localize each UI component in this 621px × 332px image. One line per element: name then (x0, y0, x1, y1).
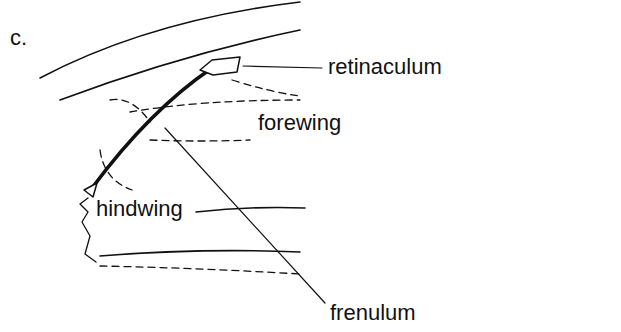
part-label: forewing (256, 111, 343, 135)
forewing-vein (60, 30, 300, 100)
panel-letter: c. (8, 26, 29, 50)
leader-line (243, 66, 322, 68)
dashed-vein (232, 80, 300, 96)
retinaculum-hook (200, 57, 240, 75)
hindwing-margin (100, 251, 300, 256)
dashed-vein (110, 99, 150, 122)
frenulum-base (84, 183, 97, 197)
hindwing-vein (196, 208, 305, 213)
dashed-vein (100, 266, 300, 274)
part-label: frenulum (328, 301, 418, 325)
dashed-vein (150, 140, 250, 141)
part-label: retinaculum (326, 55, 444, 79)
leader-line (165, 128, 325, 303)
frenulum-bristle (92, 68, 212, 188)
part-label: hindwing (94, 197, 185, 221)
